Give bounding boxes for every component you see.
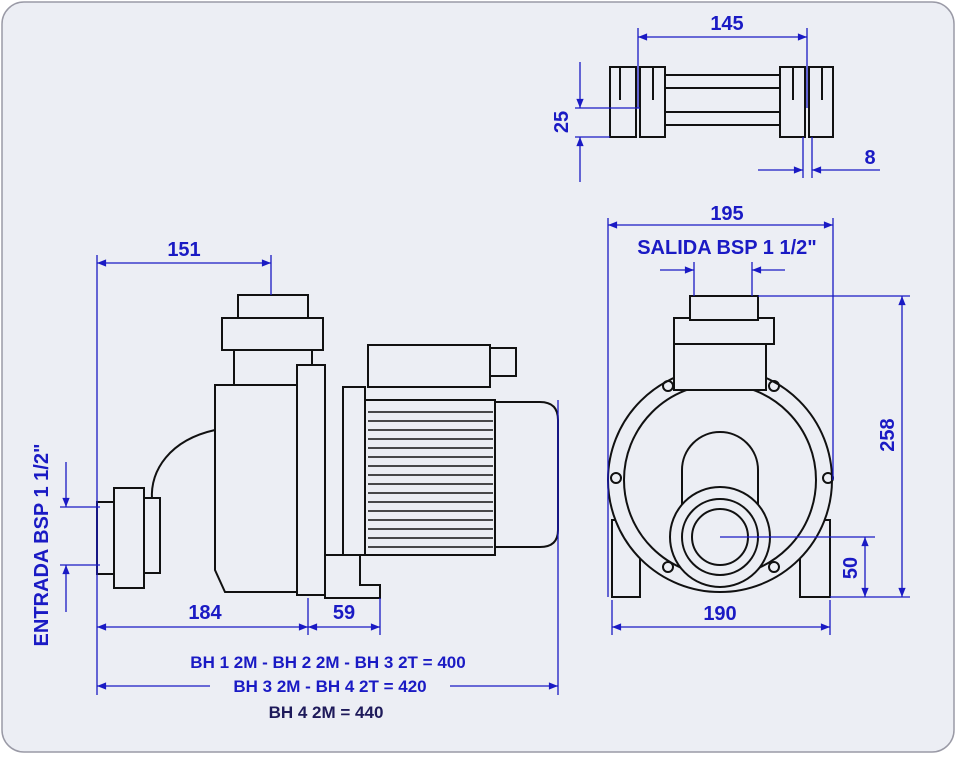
length-note-420: BH 3 2M - BH 4 2T = 420	[233, 677, 426, 696]
length-note-400: BH 1 2M - BH 2 2M - BH 3 2T = 400	[190, 653, 465, 672]
outlet-label: SALIDA BSP 1 1/2"	[637, 237, 817, 259]
side-view: 151 ENTRADA BSP 1 1/2" 184 59 BH 1 2M - …	[31, 239, 559, 722]
plan-view: 145 25 8	[551, 13, 880, 182]
inlet-label: ENTRADA BSP 1 1/2"	[31, 444, 53, 647]
plan-width-label: 145	[710, 13, 743, 35]
plan-height-label: 25	[551, 111, 573, 133]
axis-height-label: 50	[840, 557, 862, 579]
outlet-offset-label: 151	[167, 239, 200, 261]
foot-label: 59	[333, 602, 355, 624]
plan-slot-label: 8	[864, 147, 875, 169]
length-note-440: BH 4 2M = 440	[269, 703, 384, 722]
front-height-label: 258	[877, 418, 899, 451]
base-width-label: 190	[703, 603, 736, 625]
front-width-label: 195	[710, 203, 743, 225]
front-view: 195 SALIDA BSP 1 1/2" 258 50 190	[607, 203, 910, 635]
inlet-to-flange-label: 184	[188, 602, 222, 624]
